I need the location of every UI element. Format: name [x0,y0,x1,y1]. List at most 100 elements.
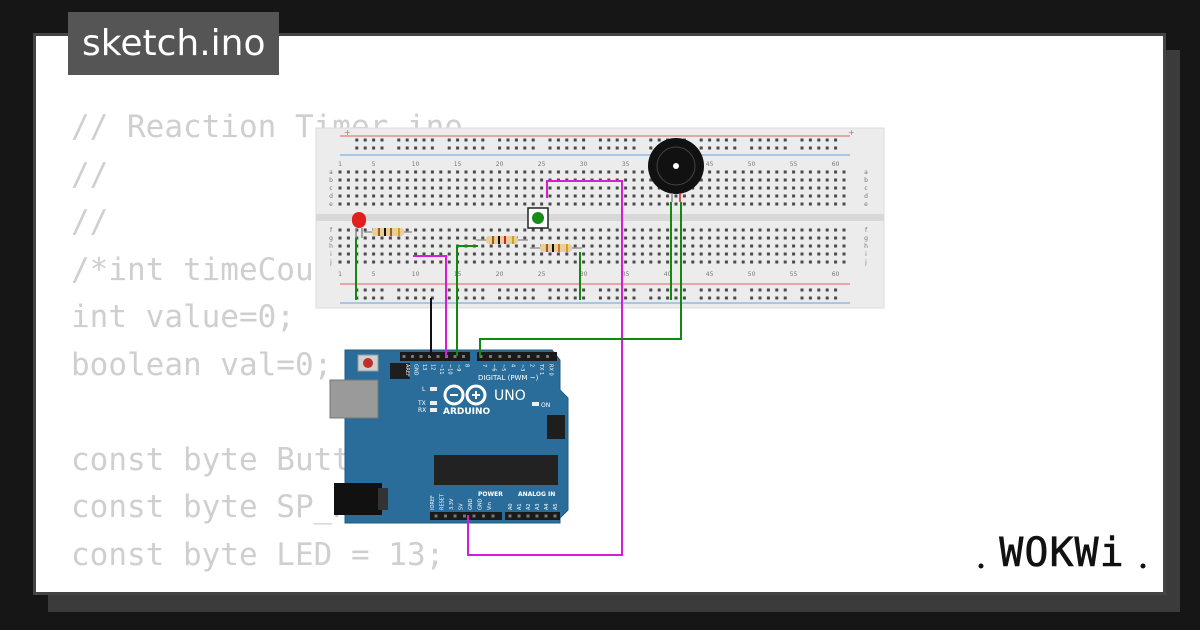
resistor [530,244,582,252]
pin-label: A0 [508,503,514,510]
wokwi-logo: WOKWi [978,530,1146,576]
row-letter: f [865,227,868,234]
column-number: 20 [496,161,504,168]
buzzer[interactable] [648,138,704,202]
row-letter: f [330,227,333,234]
row-letter: b [864,177,868,184]
pin-label: IOREF [430,495,436,510]
pin-label: 8 [464,364,470,367]
code-line: int value=0; [71,299,295,335]
column-number: 50 [748,271,756,278]
pin-label: ~3 [519,364,525,371]
column-number: 55 [790,271,798,278]
pin-label: 13 [421,364,427,370]
row-letter: d [329,193,333,200]
row-letter: d [864,193,868,200]
pin-label: A2 [526,503,532,510]
code-line: const byte LED = 13; [71,536,445,573]
wire [479,202,682,356]
row-letter: e [329,201,333,208]
row-letter: c [329,185,332,192]
pin-label: 2 [529,364,535,367]
push-button[interactable] [527,207,549,229]
rx-label: RX [418,407,426,414]
pin-label: A1 [517,503,523,510]
column-number: 45 [706,161,714,168]
pin-label: TX 1 [538,363,544,375]
power-label: POWER [478,491,503,498]
pin-label: AREF [404,364,410,377]
row-letter: i [865,251,867,258]
analog-label: ANALOG IN [518,491,555,498]
column-number: 5 [372,161,376,168]
row-letter: e [864,201,868,208]
code-line: boolean val=0; [71,346,333,383]
column-number: 15 [454,161,462,168]
column-number: 25 [538,161,546,168]
column-number: 50 [748,161,756,168]
pin-label: ~9 [455,364,461,371]
svg-text:WOKWi: WOKWi [999,530,1124,576]
usb-port [329,379,379,419]
pin-label: GND [468,498,474,510]
pin-label: A3 [535,503,541,510]
pin-label: GND [413,364,419,376]
wires [355,180,682,556]
header-top-right [477,352,557,361]
reset-button[interactable] [363,358,373,368]
pin-label: RESET [440,493,446,510]
column-number: 10 [412,271,420,278]
pin-label: A4 [544,503,550,510]
column-number: 20 [496,271,504,278]
pin-label: ~5 [500,364,506,371]
arduino-brand: ARDUINO [443,407,491,417]
microcontroller-chip [434,455,558,485]
svg-text:+: + [344,128,351,137]
column-number: 10 [412,161,420,168]
red-led[interactable] [352,212,366,238]
resistor [476,236,528,244]
row-letter: h [329,243,333,250]
column-number: 45 [706,271,714,278]
column-number: 60 [832,271,840,278]
column-number: 1 [338,161,342,168]
pin-label: ~6 [491,364,497,371]
resistor [364,228,412,236]
file-tab[interactable]: sketch.ino [68,12,280,75]
pin-label: Vin [487,502,493,510]
column-number: 35 [622,161,630,168]
digital-label: DIGITAL (PWM ~) [478,374,539,382]
row-letter: a [329,169,333,176]
row-letter: a [864,169,868,176]
column-number: 5 [372,271,376,278]
power-jack [334,483,382,515]
wire [456,245,478,356]
row-letter: j [864,259,867,266]
header-analog [505,512,560,520]
column-number: 30 [580,161,588,168]
column-number: 35 [622,271,630,278]
row-letter: g [864,235,868,242]
pin-label: 12 [430,364,436,370]
row-letter: b [329,177,333,184]
l-led-label: L [422,386,426,393]
row-letter: h [864,243,868,250]
row-letter: j [329,259,332,266]
pin-label: RX 0 [548,364,554,376]
pin-label: 7 [481,364,487,367]
pin-label: GND [478,498,484,510]
wire [467,180,623,556]
arduino-infinity-logo [443,384,487,406]
pin-label: A5 [553,503,559,510]
column-number: 55 [790,161,798,168]
pin-label: ~10 [447,364,453,375]
column-number: 30 [580,271,588,278]
arduino-model: UNO [494,388,526,404]
row-letter: g [329,235,333,242]
header-pins [402,355,557,518]
